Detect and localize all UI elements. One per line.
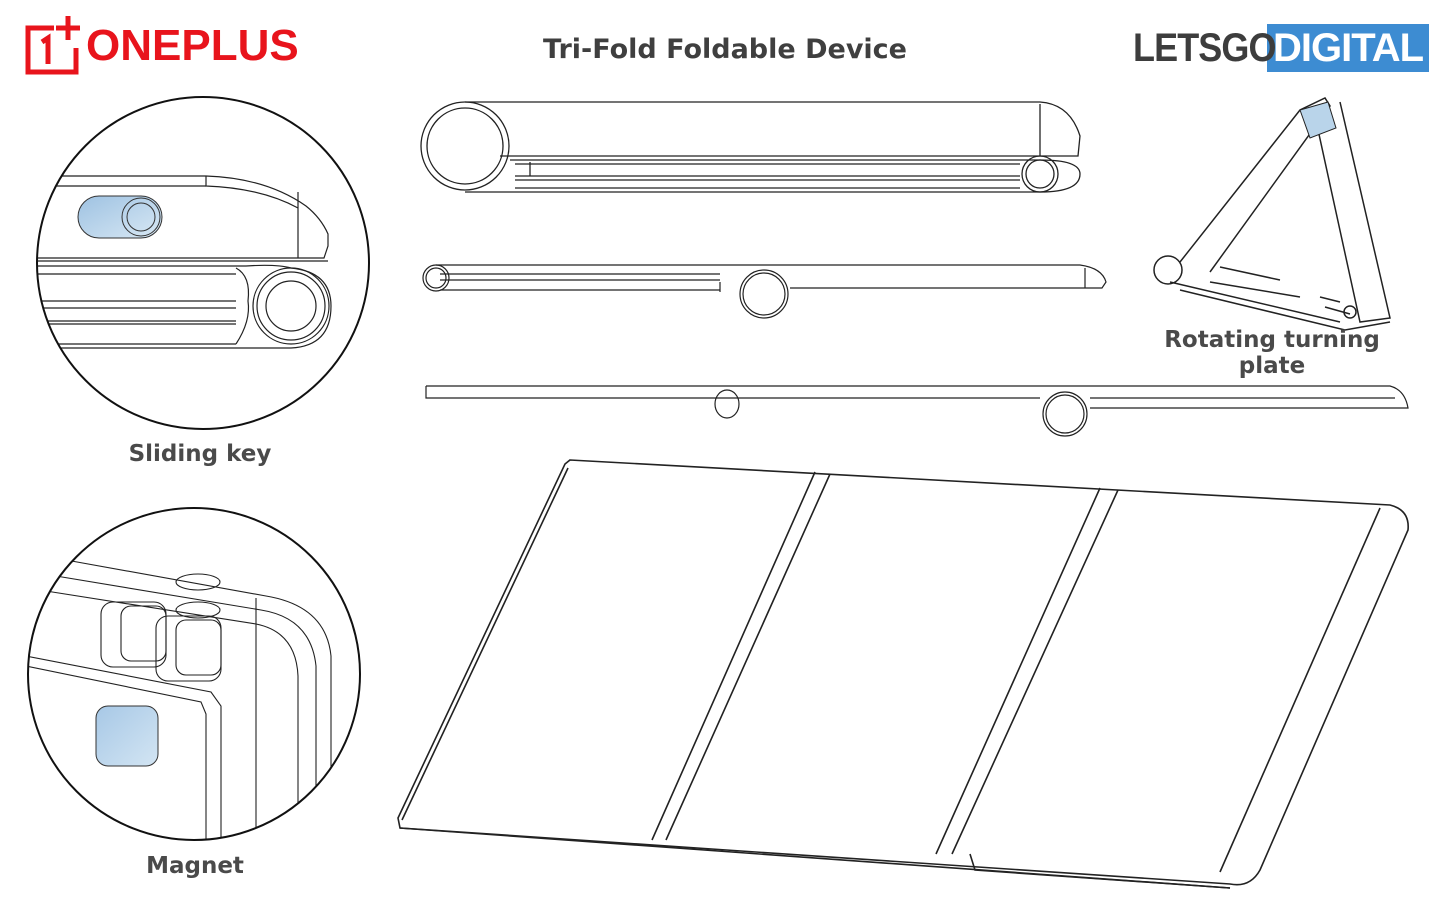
side-view-folded — [420, 101, 1081, 193]
caption-magnet: Magnet — [146, 853, 244, 879]
caption-sliding-key: Sliding key — [128, 441, 272, 467]
logo-part-digital: DIGITAL — [1267, 24, 1430, 72]
page-title: Tri-Fold Foldable Device — [543, 34, 907, 65]
side-view-half-open — [422, 264, 1107, 319]
magnet-detail — [27, 507, 361, 841]
caption-rotating-plate: Rotating turning plate — [1164, 327, 1380, 379]
rotating-plate-drawing — [1153, 97, 1391, 331]
logo-part-letsgo: LETSGO — [1133, 26, 1277, 70]
side-view-open — [425, 385, 1409, 437]
oneplus-logo: ONEPLUS — [24, 14, 299, 78]
sliding-key-detail — [36, 96, 370, 430]
perspective-unfolded — [397, 459, 1409, 889]
rotating-plate-highlight — [1299, 101, 1337, 139]
oneplus-mark-icon — [24, 16, 80, 75]
letsgodigital-logo: LETSGO DIGITAL — [1133, 24, 1430, 72]
oneplus-wordmark: ONEPLUS — [86, 21, 299, 70]
magnet-highlight — [95, 705, 159, 767]
sliding-key-highlight — [77, 195, 163, 239]
